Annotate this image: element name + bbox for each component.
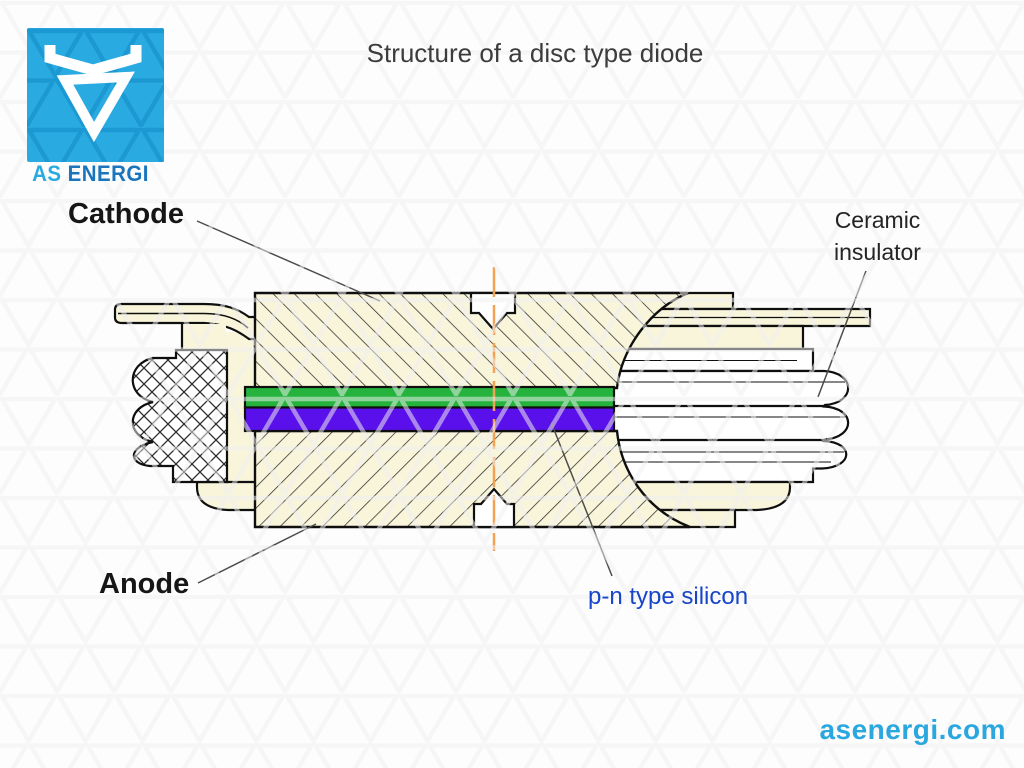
anode-pole-fill <box>255 431 690 527</box>
housing-flanges-right <box>600 291 872 529</box>
ceramic-top-band <box>600 347 815 373</box>
brand-as: AS <box>32 161 62 186</box>
page-title: Structure of a disc type diode <box>366 38 704 68</box>
anode-pole <box>253 429 691 529</box>
silicon-layer-purple <box>243 406 616 433</box>
brand-energi: ENERGI <box>67 161 149 186</box>
left-step-piece <box>182 324 226 350</box>
cathode-label: Cathode <box>68 198 184 230</box>
ceramic-insulator-fins <box>600 369 850 484</box>
bottom-flange-band <box>600 480 792 512</box>
pn-silicon-label: p-n type silicon <box>588 583 749 610</box>
ceramic-fin-thin-lines <box>600 381 845 463</box>
top-flange-plate-1 <box>600 291 735 311</box>
website-text: asenergi.com <box>819 714 1006 745</box>
top-center-notch <box>469 291 517 331</box>
as-energi-logo <box>27 28 164 162</box>
pn-silicon-leader-line <box>550 421 613 577</box>
ceramic-label-line1: Ceramic <box>834 207 921 233</box>
cathode-flange-seam <box>118 312 249 329</box>
ceramic-fin-grooves <box>600 404 824 442</box>
bottom-center-notch <box>472 487 516 529</box>
left-filler-strip <box>226 332 258 510</box>
ceramic-insulator-label: Ceramic insulator <box>795 204 960 268</box>
bottom-flange-plate <box>600 508 737 529</box>
brand-wordmark: AS ENERGI <box>24 161 157 187</box>
flange-assembly-left <box>113 302 260 512</box>
logo-chevron <box>44 45 142 76</box>
cathode-pole-fill <box>255 293 688 388</box>
verge-style-logo-mark <box>27 28 164 162</box>
anode-flange-corner <box>195 480 256 512</box>
ceramic-seal-block-left <box>131 348 229 484</box>
cathode-flange-plate <box>113 302 260 341</box>
top-flange-band <box>600 324 805 351</box>
anode-label: Anode <box>99 568 190 600</box>
cathode-leader-line <box>196 220 381 302</box>
leader-lines <box>196 220 867 584</box>
ceramic-label-line2: insulator <box>834 239 921 265</box>
pole-pieces <box>253 291 691 529</box>
ceramic-leader-line <box>817 270 867 398</box>
silicon-layer-green <box>243 385 616 409</box>
logo-triangle <box>56 71 135 143</box>
anode-leader-line <box>197 523 317 584</box>
cathode-pole <box>253 291 689 390</box>
top-flange-plate-long <box>600 307 872 328</box>
